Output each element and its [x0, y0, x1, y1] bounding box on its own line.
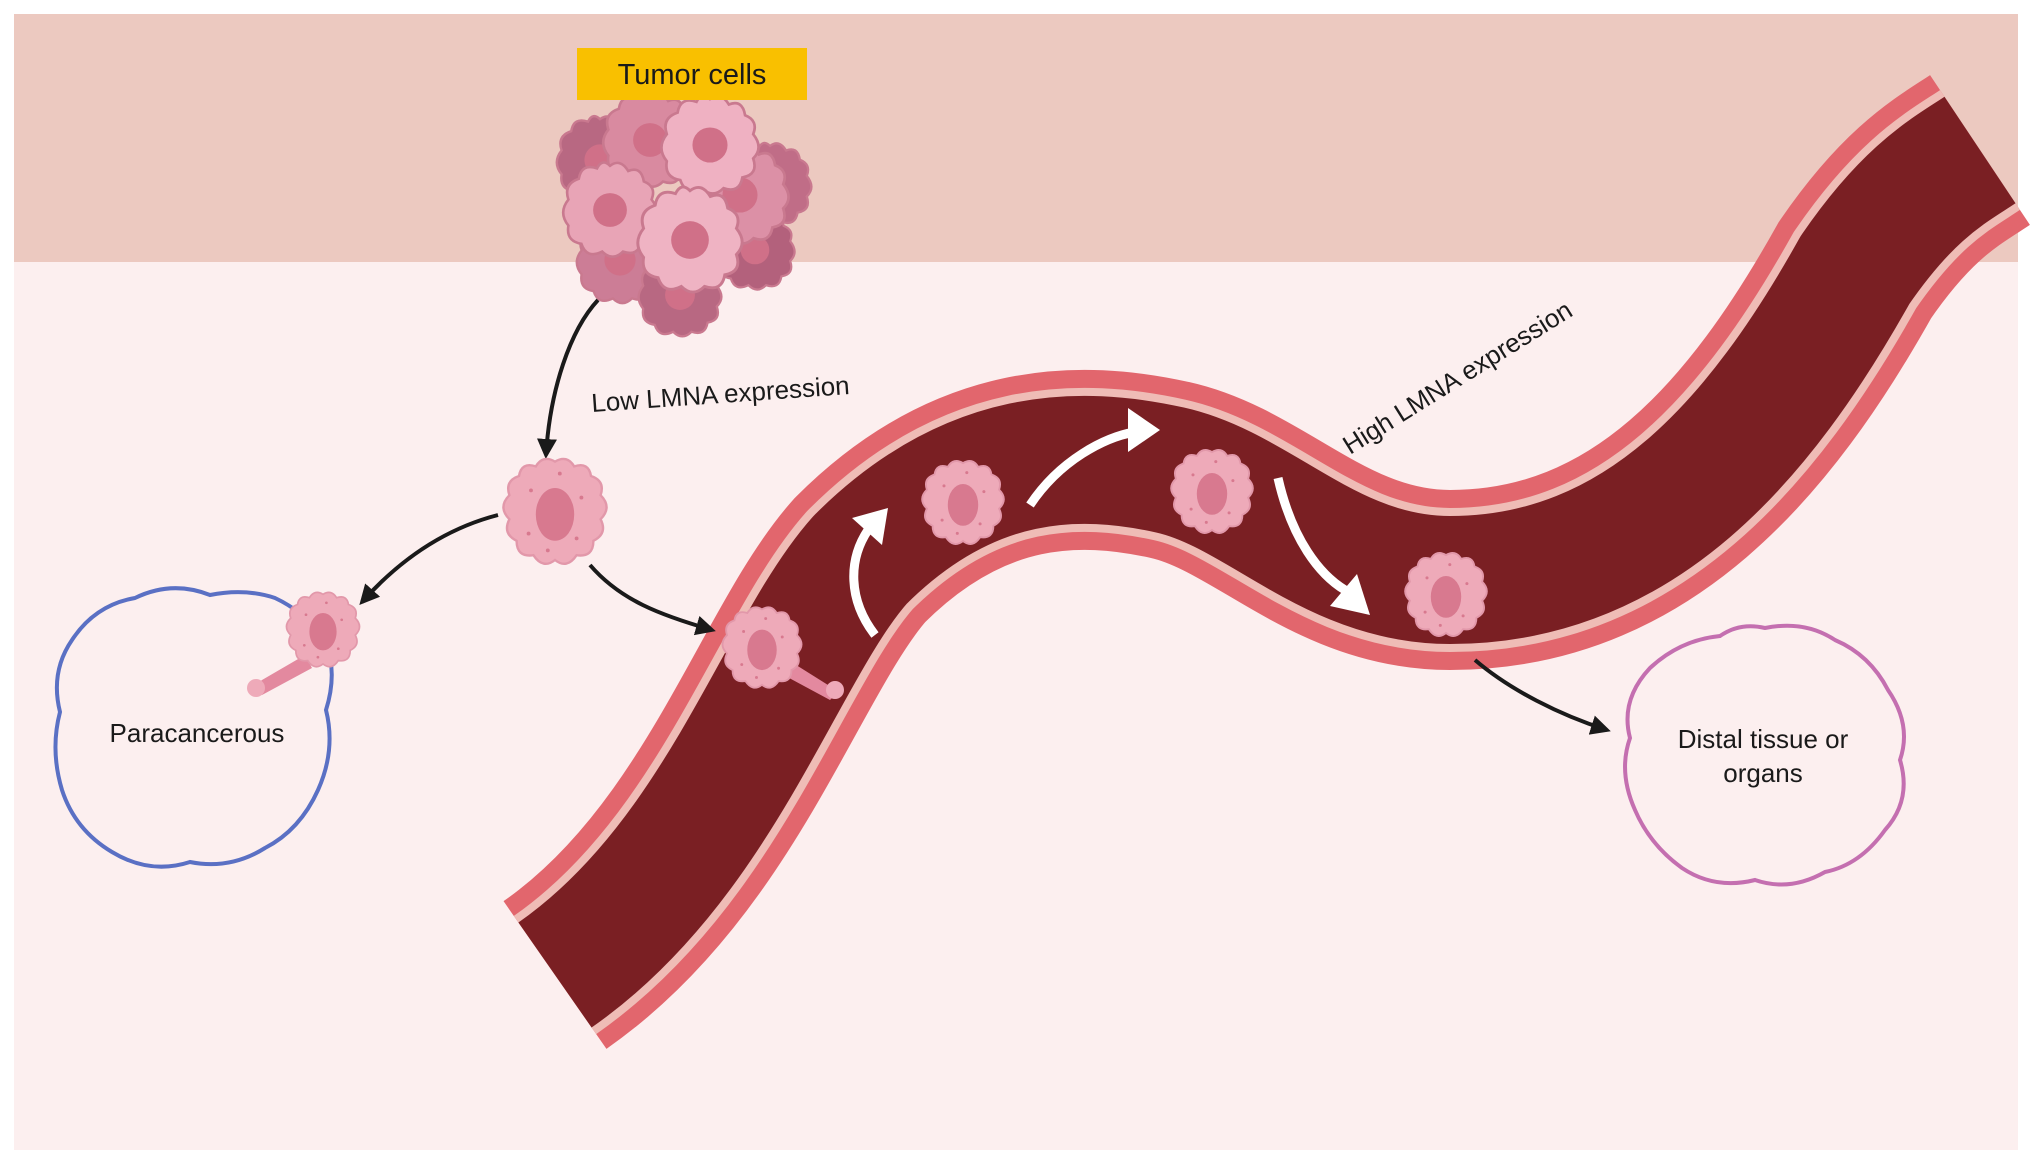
arrow-icon	[588, 563, 716, 636]
intravasating-cell-icon	[721, 606, 844, 700]
tumor-cells-label-box	[577, 48, 807, 100]
arrow-icon	[1473, 658, 1611, 735]
arrow-icon	[852, 508, 888, 545]
tumor-cells-label: Tumor cells	[618, 59, 767, 91]
arrow-icon	[359, 513, 499, 605]
white-arrows	[849, 408, 1370, 638]
arrow-icon	[1330, 574, 1370, 615]
circulating-cell-icon	[921, 460, 1005, 545]
tumor-tissue-band	[14, 14, 2018, 262]
circulating-cell-icon	[1404, 552, 1488, 637]
arrow-icon	[1128, 408, 1160, 452]
arrow-icon	[537, 298, 600, 459]
distal-region	[1623, 623, 1906, 887]
circulating-cell-icon	[1170, 449, 1254, 534]
tumor-cell-icon	[502, 457, 608, 566]
distal-label-line2: organs	[1723, 758, 1803, 788]
paracancerous-label: Paracancerous	[110, 718, 285, 748]
invading-cell-icon	[247, 591, 361, 697]
distal-label-line1: Distal tissue or	[1678, 724, 1849, 754]
